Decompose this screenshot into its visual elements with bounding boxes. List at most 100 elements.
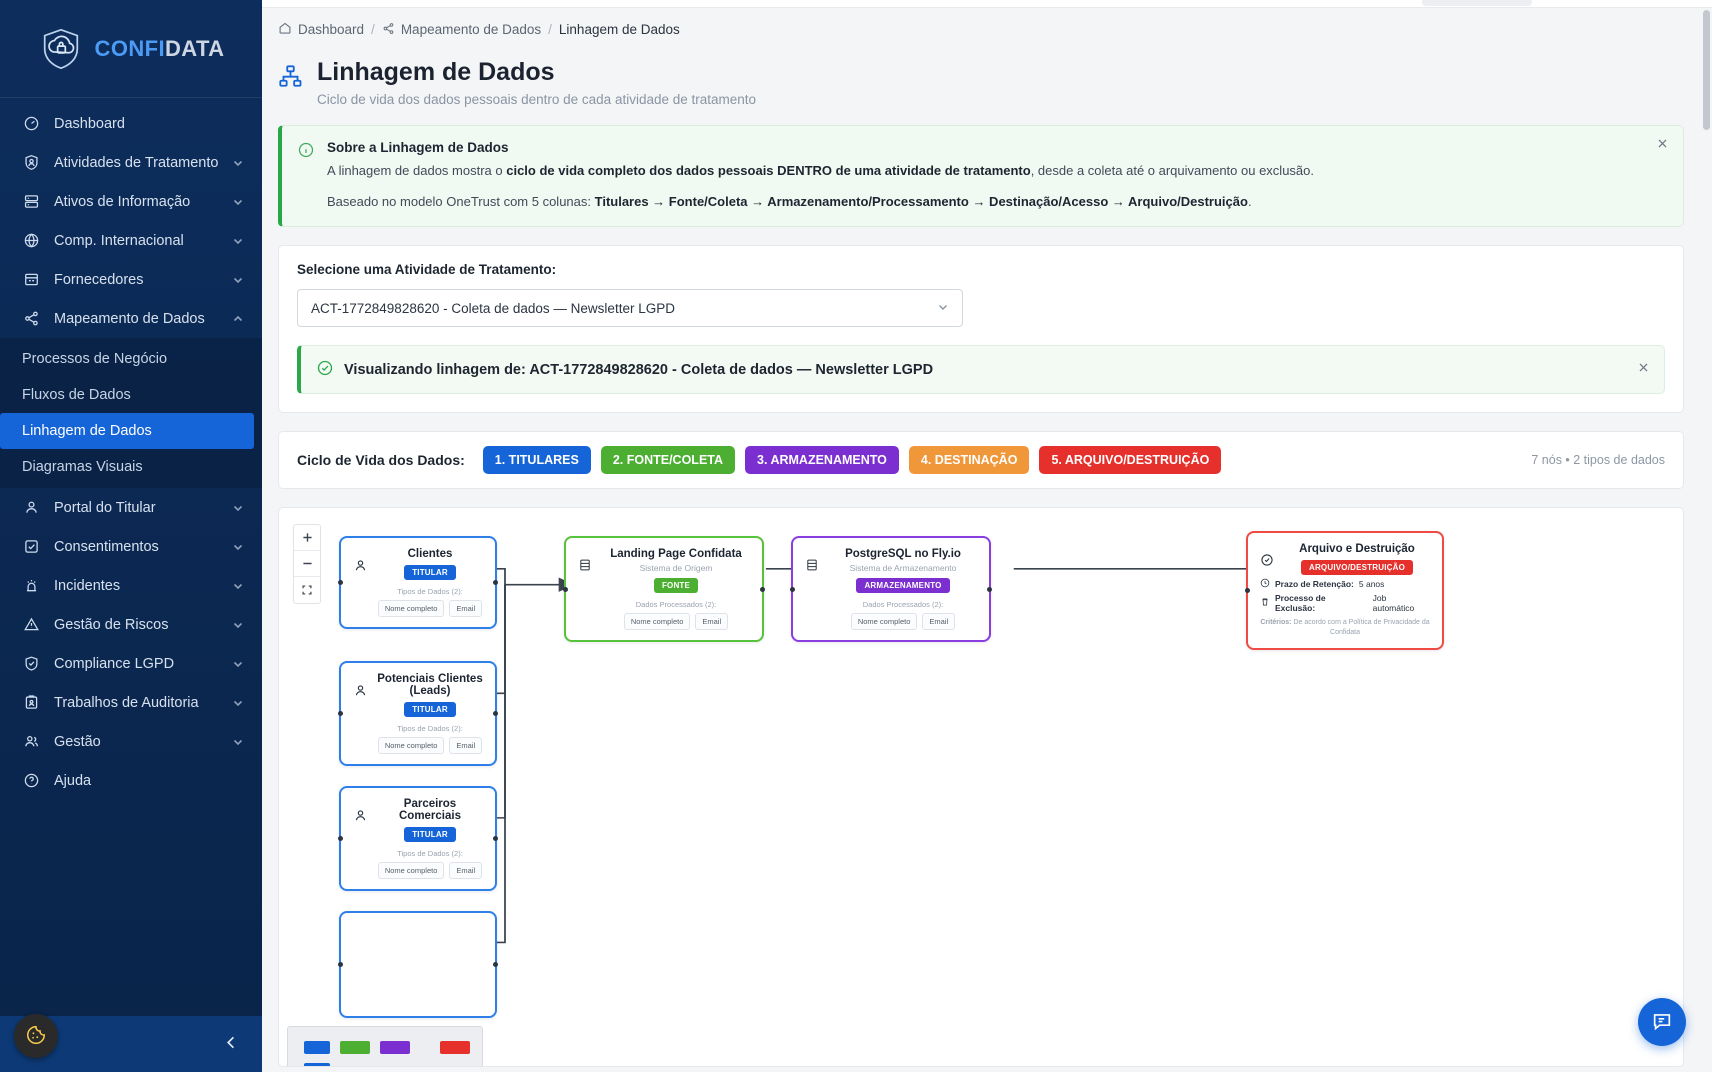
sidebar-item-linhagem-de-dados[interactable]: Linhagem de Dados xyxy=(0,413,254,449)
expand-icon[interactable] xyxy=(294,577,320,603)
success-alert-close-button[interactable] xyxy=(1634,361,1652,379)
node-port-left[interactable] xyxy=(1245,588,1250,594)
chevron-down-icon[interactable] xyxy=(232,196,244,208)
check-square-icon xyxy=(22,538,40,556)
lineage-node-clientes[interactable]: Clientes TITULAR Tipos de Dados (2): Nom… xyxy=(338,536,498,630)
minimap-node xyxy=(380,1041,410,1055)
sidebar-item-ajuda[interactable]: Ajuda xyxy=(0,761,262,800)
node-port-right[interactable] xyxy=(493,836,498,842)
info-alert-close-button[interactable] xyxy=(1653,137,1671,155)
sidebar-item-ativos-de-informacao[interactable]: Ativos de Informação xyxy=(0,182,262,221)
activity-selector-card: Selecione uma Atividade de Tratamento: A… xyxy=(278,245,1684,414)
chat-assistant-button[interactable] xyxy=(1638,998,1686,1046)
chevron-up-icon[interactable] xyxy=(232,313,244,325)
node-caption: Tipos de Dados (2): xyxy=(397,849,463,859)
shield-check-icon xyxy=(1260,553,1276,570)
lineage-canvas[interactable]: Clientes TITULAR Tipos de Dados (2): Nom… xyxy=(278,507,1684,1068)
lineage-node-landing-page-confidata[interactable]: Landing Page Confidata Sistema de Origem… xyxy=(563,536,765,643)
cookie-settings-button[interactable] xyxy=(14,1014,58,1058)
chevron-down-icon[interactable] xyxy=(232,580,244,592)
sidebar-item-atividades-de-tratamento[interactable]: Atividades de Tratamento xyxy=(0,143,262,182)
sidebar-item-dashboard[interactable]: Dashboard xyxy=(0,104,262,143)
clock-icon xyxy=(1260,578,1270,590)
node-port-left[interactable] xyxy=(338,580,343,586)
sidebar-label: Incidentes xyxy=(54,577,121,594)
breadcrumb-mapeamento-label: Mapeamento de Dados xyxy=(400,22,542,37)
home-icon xyxy=(278,21,292,38)
breadcrumb-separator: / xyxy=(371,22,375,37)
lineage-node-postgresql-no-fly-io[interactable]: PostgreSQL no Fly.io Sistema de Armazena… xyxy=(790,536,992,643)
node-criteria: Critérios: De acordo com a Política de P… xyxy=(1260,618,1430,638)
page-title: Linhagem de Dados xyxy=(317,58,555,86)
canvas-minimap[interactable] xyxy=(287,1026,483,1067)
lifecycle-badge-armazenamento[interactable]: 3. ARMAZENAMENTO xyxy=(745,446,899,475)
lineage-node-parceiros-comerciais[interactable]: Parceiros Comerciais TITULAR Tipos de Da… xyxy=(338,786,498,892)
node-title: PostgreSQL no Fly.io xyxy=(845,548,961,561)
sidebar-item-diagramas-visuais[interactable]: Diagramas Visuais xyxy=(0,449,262,485)
sidebar-label: Comp. Internacional xyxy=(54,232,184,249)
node-port-right[interactable] xyxy=(987,586,992,592)
chevron-down-icon[interactable] xyxy=(232,658,244,670)
node-port-left[interactable] xyxy=(790,586,795,592)
breadcrumb-mapeamento[interactable]: Mapeamento de Dados xyxy=(382,22,541,38)
chevron-down-icon[interactable] xyxy=(232,157,244,169)
chevron-down-icon[interactable] xyxy=(232,736,244,748)
sidebar-item-gestao-de-riscos[interactable]: Gestão de Riscos xyxy=(0,605,262,644)
lifecycle-badge-titulares[interactable]: 1. TITULARES xyxy=(482,446,591,475)
sidebar-item-compliance-lgpd[interactable]: Compliance LGPD xyxy=(0,644,262,683)
lineage-node-arquivo-e-destruicao[interactable]: Arquivo e Destruição ARQUIVO/DESTRUIÇÃO … xyxy=(1245,531,1444,651)
node-badge: ARQUIVO/DESTRUIÇÃO xyxy=(1300,560,1414,576)
chevron-down-icon[interactable] xyxy=(232,235,244,247)
node-port-right[interactable] xyxy=(760,586,765,592)
chevron-down-icon[interactable] xyxy=(232,502,244,514)
plus-icon[interactable] xyxy=(294,525,320,552)
sidebar-item-incidentes[interactable]: Incidentes xyxy=(0,566,262,605)
node-port-right[interactable] xyxy=(493,962,498,968)
node-title: Clientes xyxy=(407,548,453,561)
chevron-down-icon[interactable] xyxy=(232,619,244,631)
sidebar-item-fornecedores[interactable]: Fornecedores xyxy=(0,260,262,299)
node-port-left[interactable] xyxy=(563,586,568,592)
minus-icon[interactable] xyxy=(294,551,320,578)
info-p1-a: A linhagem de dados mostra o xyxy=(327,162,507,178)
success-alert-text: Visualizando linhagem de: ACT-1772849828… xyxy=(344,361,934,378)
sidebar-label: Portal do Titular xyxy=(54,499,156,516)
node-chips: Nome completo Email xyxy=(377,600,483,618)
node-port-left[interactable] xyxy=(338,711,343,717)
breadcrumb-separator: / xyxy=(548,22,552,37)
info-p1-b: ciclo de vida completo dos dados pessoai… xyxy=(506,162,1031,178)
node-chips: Nome completo Email xyxy=(829,613,977,631)
node-port-left[interactable] xyxy=(338,836,343,842)
node-port-right[interactable] xyxy=(493,711,498,717)
node-title: Potenciais Clientes (Leads) xyxy=(377,673,483,698)
lifecycle-badge-destinacao[interactable]: 4. DESTINAÇÃO xyxy=(908,446,1030,475)
lifecycle-badge-arquivo-destruicao[interactable]: 5. ARQUIVO/DESTRUIÇÃO xyxy=(1039,446,1222,475)
sidebar-item-processos-de-negocio[interactable]: Processos de Negócio xyxy=(0,341,262,377)
node-caption: Dados Processados (2): xyxy=(862,600,944,610)
sidebar-item-consentimentos[interactable]: Consentimentos xyxy=(0,527,262,566)
brand-logo-area[interactable]: CONFIDATA xyxy=(0,0,262,98)
sidebar-label: Gestão xyxy=(54,733,101,750)
breadcrumb-dashboard[interactable]: Dashboard xyxy=(278,21,364,38)
sidebar-item-portal-do-titular[interactable]: Portal do Titular xyxy=(0,488,262,527)
sidebar-label: Mapeamento de Dados xyxy=(54,310,205,327)
chevron-down-icon[interactable] xyxy=(232,274,244,286)
lineage-node-titular-4[interactable] xyxy=(338,911,498,1019)
sidebar-item-gestao[interactable]: Gestão xyxy=(0,722,262,761)
canvas-zoom-controls xyxy=(293,524,321,605)
sidebar-item-fluxos-de-dados[interactable]: Fluxos de Dados xyxy=(0,377,262,413)
lineage-node-potenciais-clientes-leads[interactable]: Potenciais Clientes (Leads) TITULAR Tipo… xyxy=(338,661,498,767)
sidebar-item-trabalhos-de-auditoria[interactable]: Trabalhos de Auditoria xyxy=(0,683,262,722)
sidebar-item-comp-internacional[interactable]: Comp. Internacional xyxy=(0,221,262,260)
node-port-left[interactable] xyxy=(338,962,343,968)
brand-text: CONFIDATA xyxy=(95,36,225,62)
node-port-right[interactable] xyxy=(493,580,498,586)
sidebar-item-mapeamento-de-dados[interactable]: Mapeamento de Dados xyxy=(0,299,262,338)
sidebar-sub-label: Linhagem de Dados xyxy=(22,423,152,439)
activity-select[interactable]: ACT-1772849828620 - Coleta de dados — Ne… xyxy=(297,289,963,328)
chevron-down-icon[interactable] xyxy=(232,697,244,709)
chevron-down-icon[interactable] xyxy=(232,541,244,553)
page-scrollbar[interactable] xyxy=(1703,10,1710,130)
lifecycle-badge-fonte-coleta[interactable]: 2. FONTE/COLETA xyxy=(600,446,736,475)
globe-icon xyxy=(22,232,40,250)
